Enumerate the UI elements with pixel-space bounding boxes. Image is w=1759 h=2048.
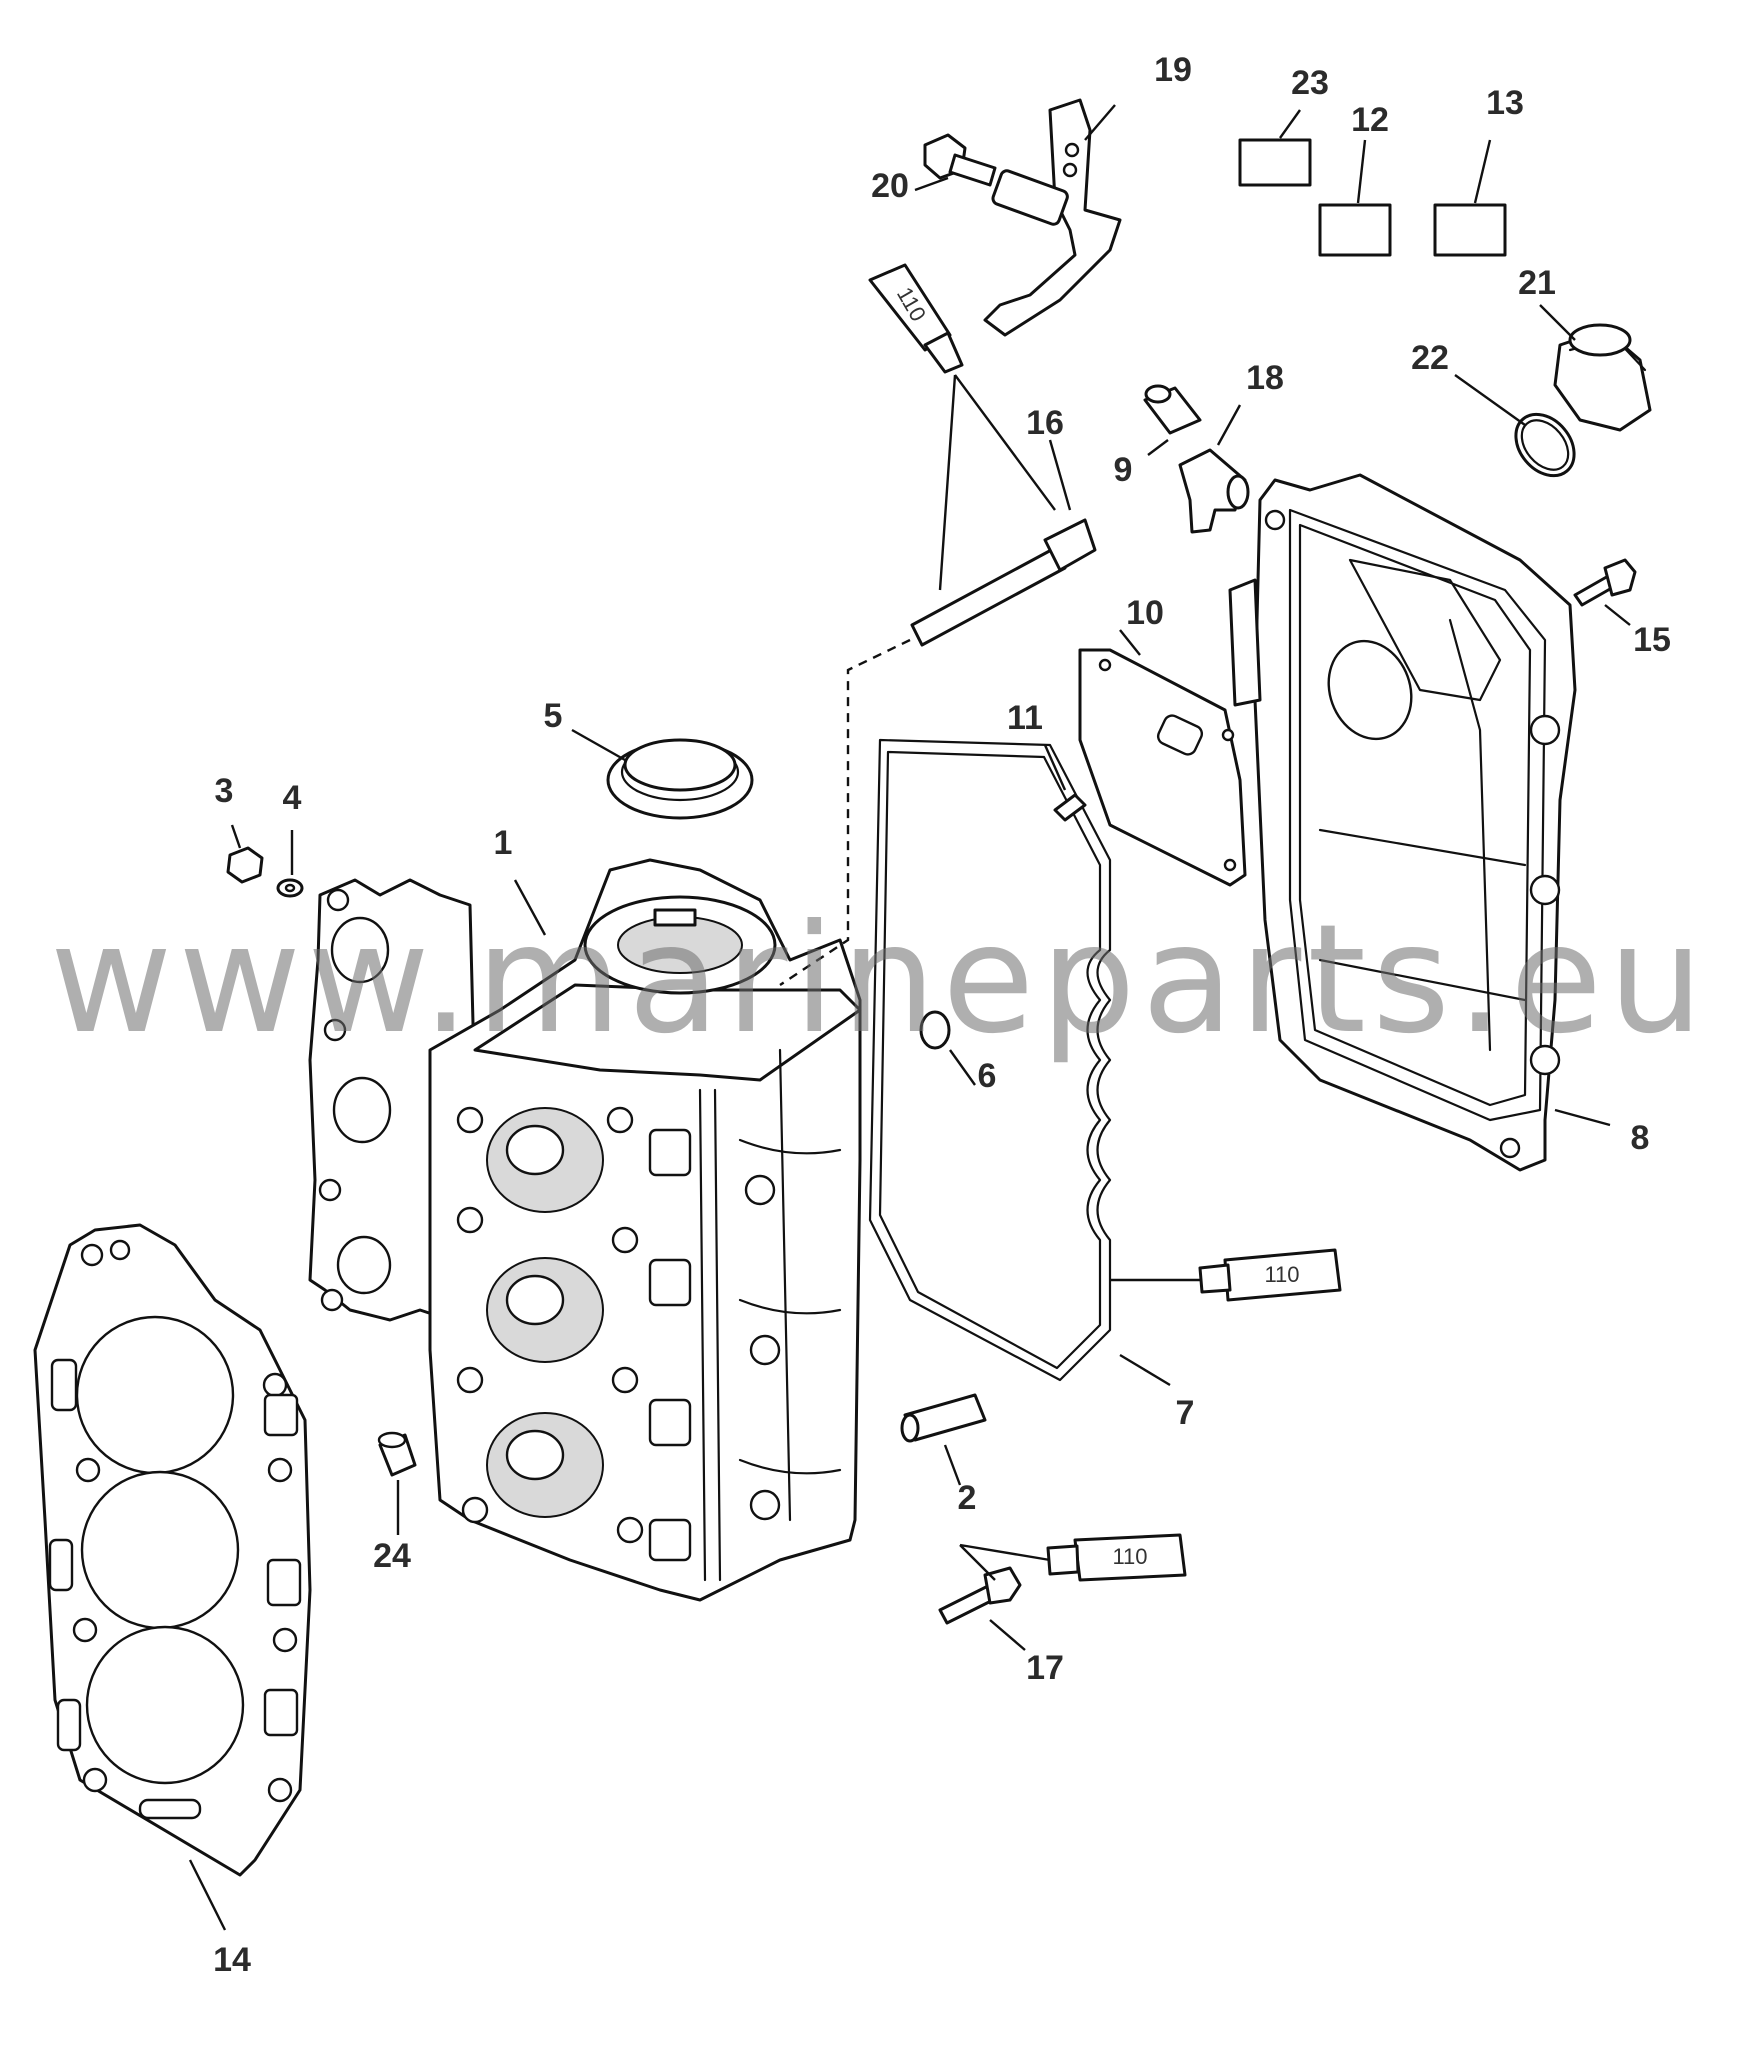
callout-7: 7	[1176, 1394, 1195, 1432]
part-8-head-cover	[1228, 473, 1611, 1172]
sealant-tube-right: 110	[1110, 1248, 1342, 1302]
callout-labels: 1 2 3 4 5 6 7 8 9 10 11 12 13 14 15 16 1…	[213, 51, 1671, 1979]
callout-6: 6	[978, 1057, 997, 1095]
callout-20: 20	[871, 167, 909, 205]
part-21-filler-cap	[1539, 304, 1652, 432]
part-22-o-ring	[1454, 374, 1576, 478]
box-23	[1238, 138, 1312, 187]
callout-1: 1	[494, 824, 513, 862]
callout-11: 11	[1007, 699, 1043, 737]
part-14-head-gasket	[33, 1223, 312, 1931]
callout-4: 4	[283, 779, 302, 817]
callout-9: 9	[1114, 451, 1133, 489]
callout-12: 12	[1351, 101, 1389, 139]
part-16-long-bolt	[779, 439, 1097, 987]
part-6-plug	[919, 1010, 976, 1086]
box-13	[1433, 203, 1507, 257]
callout-22: 22	[1411, 339, 1449, 377]
part-15-screw	[1573, 558, 1637, 626]
part-2-pin	[900, 1393, 987, 1486]
part-20-bolt	[914, 133, 997, 192]
sealant-label-bottom: 110	[1112, 1544, 1147, 1569]
callout-5: 5	[544, 697, 563, 735]
part-1-cylinder-head	[308, 858, 862, 1602]
callout-10: 10	[1126, 594, 1164, 632]
sealant-label-right: 110	[1264, 1262, 1299, 1287]
reference-boxes	[1238, 109, 1507, 257]
box-12	[1318, 203, 1392, 257]
part-5-seal-ring	[571, 728, 754, 820]
part-18-elbow	[1178, 404, 1250, 534]
callout-14: 14	[213, 1941, 251, 1979]
part-4-washer	[276, 830, 304, 898]
callout-21: 21	[1518, 264, 1556, 302]
callout-3: 3	[215, 772, 234, 810]
callout-18: 18	[1246, 359, 1284, 397]
callout-16: 16	[1026, 404, 1064, 442]
callout-15: 15	[1633, 621, 1671, 659]
callout-17: 17	[1026, 1649, 1064, 1687]
part-11-screw	[1043, 744, 1087, 822]
part-3-screw	[226, 824, 264, 884]
callout-24: 24	[373, 1537, 411, 1575]
callout-8: 8	[1631, 1119, 1650, 1157]
part-24-dowel-pin	[377, 1431, 417, 1535]
part-7-gasket	[868, 738, 1171, 1387]
sealant-tube-bottom: 110	[1046, 1533, 1187, 1582]
callout-13: 13	[1486, 84, 1524, 122]
part-9-fitting	[1143, 384, 1202, 456]
callout-19: 19	[1154, 51, 1192, 89]
part-17-bolt	[938, 1543, 1051, 1651]
callout-2: 2	[958, 1479, 977, 1517]
part-10-plate	[1078, 629, 1247, 887]
sealant-tube-top: 110	[868, 263, 1056, 591]
callout-23: 23	[1291, 64, 1329, 102]
part-19-bracket	[983, 98, 1122, 337]
